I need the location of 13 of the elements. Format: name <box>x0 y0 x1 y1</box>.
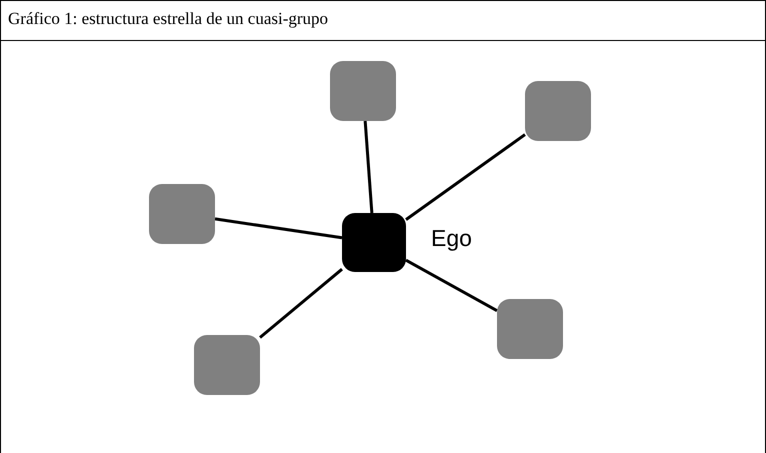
connector-line <box>405 133 526 221</box>
member-node <box>525 81 591 141</box>
member-node <box>497 299 563 359</box>
member-node <box>194 335 260 395</box>
connector-line <box>364 120 374 214</box>
ego-node <box>342 213 406 272</box>
connector-line <box>214 217 342 240</box>
figure-title: Gráfico 1: estructura estrella de un cuasi-grupo <box>8 9 328 29</box>
connector-line <box>405 258 498 312</box>
connector-line <box>259 268 343 339</box>
member-node <box>330 61 396 121</box>
member-node <box>149 184 215 244</box>
node-caption: Ego <box>431 225 472 252</box>
